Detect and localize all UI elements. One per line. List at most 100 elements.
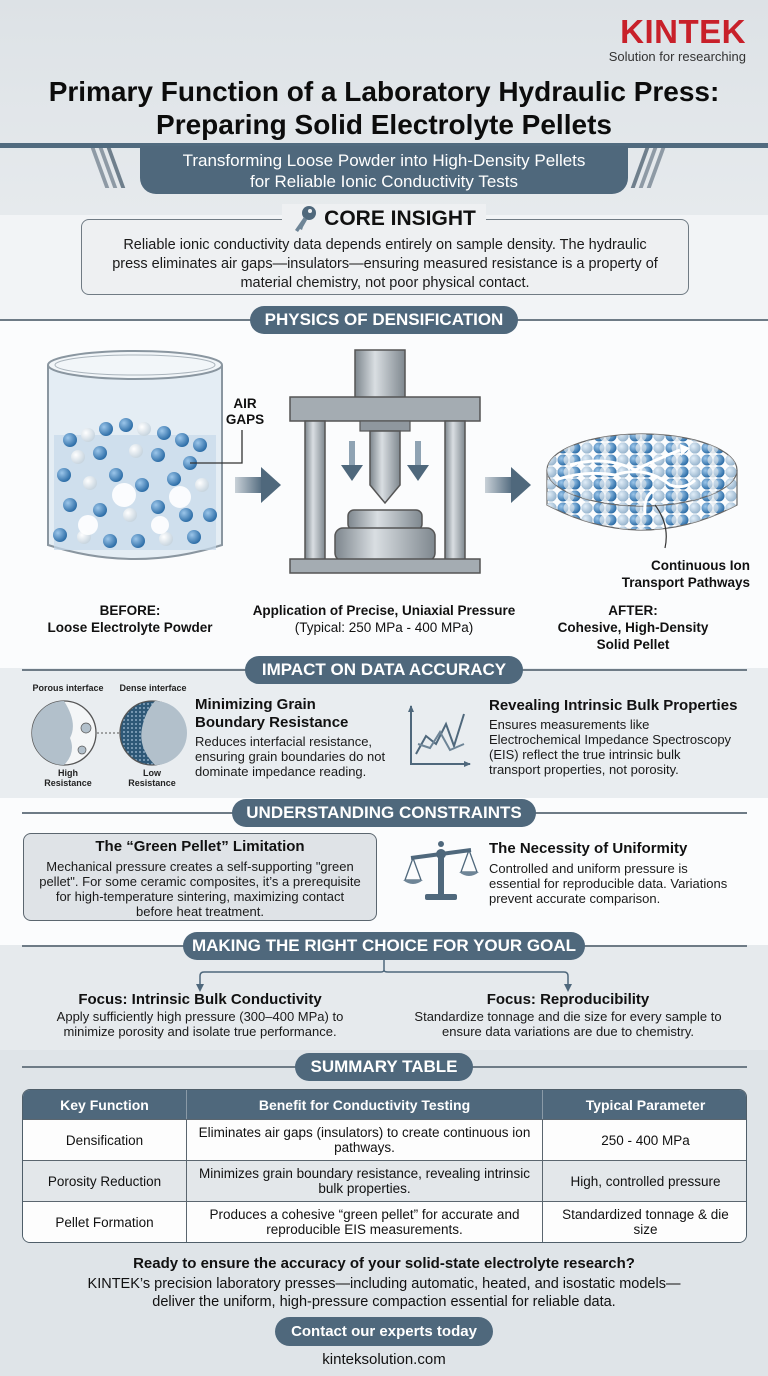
banner-stripes-left — [90, 148, 126, 188]
page-title: Primary Function of a Laboratory Hydraul… — [0, 75, 768, 141]
website-link[interactable]: kinteksolution.com — [322, 1351, 446, 1368]
before-caption: BEFORE: Loose Electrolyte Powder — [30, 602, 230, 636]
after-caption: AFTER: Cohesive, High-Density Solid Pell… — [548, 602, 718, 653]
core-insight-title: CORE INSIGHT — [324, 207, 476, 230]
label-line: Low — [143, 768, 161, 778]
card-title: Minimizing Grain — [195, 696, 316, 713]
before-label: BEFORE: — [99, 603, 161, 618]
choice-title: Focus: Intrinsic Bulk Conductivity — [78, 991, 322, 1008]
uniformity-card: The Necessity of Uniformity Controlled a… — [489, 840, 764, 906]
card-text: for high-temperature sintering, maximizi… — [55, 889, 345, 904]
air-gaps-line: AIR — [233, 396, 257, 411]
pathways-line: Continuous Ion — [651, 558, 750, 573]
core-text-line: Reliable ionic conductivity data depends… — [123, 237, 647, 253]
air-gaps-line: GAPS — [225, 412, 265, 427]
constraints-section-title: UNDERSTANDING CONSTRAINTS — [232, 799, 536, 827]
choice-section-title: MAKING THE RIGHT CHOICE FOR YOUR GOAL — [183, 932, 585, 960]
card-title: Boundary Resistance — [195, 714, 349, 731]
card-text: Mechanical pressure creates a self-suppo… — [46, 859, 354, 874]
table-cell: 250 - 400 MPa — [543, 1119, 746, 1160]
card-text: Reduces interfacial resistance, — [195, 734, 373, 749]
impact-section-title: IMPACT ON DATA ACCURACY — [245, 656, 523, 684]
before-desc: Loose Electrolyte Powder — [47, 620, 213, 635]
dense-pellet-illustration — [546, 433, 738, 549]
cta-question: Ready to ensure the accuracy of your sol… — [133, 1255, 635, 1272]
card-title: The Necessity of Uniformity — [489, 840, 688, 857]
card-text: essential for reproducible data. Variati… — [489, 876, 728, 891]
air-gaps-pointer-line — [190, 430, 243, 464]
low-resistance-label: Low Resistance — [122, 768, 182, 788]
card-title: Revealing Intrinsic Bulk Properties — [489, 697, 738, 714]
table-row: Pellet Formation Produces a cohesive “gr… — [23, 1201, 746, 1242]
kintek-logo[interactable]: KINTEK Solution for researching — [609, 14, 746, 64]
choice-left-card: Focus: Intrinsic Bulk Conductivity Apply… — [30, 991, 370, 1039]
table-cell: Densification — [23, 1119, 187, 1160]
card-title: The “Green Pellet” Limitation — [95, 838, 305, 855]
key-icon — [295, 206, 317, 232]
press-range: (Typical: 250 MPa - 400 MPa) — [294, 620, 474, 635]
banner-stripes-right — [630, 148, 666, 188]
high-resistance-label: High Resistance — [38, 768, 98, 788]
label-line: High — [58, 768, 78, 778]
cta-text: KINTEK’s precision laboratory presses—in… — [60, 1275, 708, 1311]
press-label: Application of Precise, Uniaxial Pressur… — [252, 603, 516, 618]
after-desc: Solid Pellet — [596, 637, 670, 652]
after-label: AFTER: — [608, 603, 658, 618]
table-cell: Pellet Formation — [23, 1201, 187, 1242]
table-cell: Eliminates air gaps (insulators) to crea… — [187, 1119, 543, 1160]
card-text: ensuring grain boundaries do not — [195, 749, 386, 764]
table-cell: Produces a cohesive “green pellet” for a… — [187, 1201, 543, 1242]
card-text: prevent accurate comparison. — [489, 891, 661, 906]
card-text: Controlled and uniform pressure is — [489, 861, 688, 876]
table-row: Densification Eliminates air gaps (insul… — [23, 1119, 746, 1160]
loose-powder-beaker-illustration — [47, 350, 223, 560]
interface-comparison-illustration — [31, 700, 187, 766]
card-text: dominate impedance reading. — [195, 764, 367, 779]
title-line-1: Primary Function of a Laboratory Hydraul… — [48, 76, 720, 107]
contact-experts-button[interactable]: Contact our experts today — [275, 1317, 493, 1346]
choice-text: ensure data variations are due to chemis… — [442, 1024, 694, 1039]
table-header: Typical Parameter — [543, 1090, 746, 1119]
card-text: Ensures measurements like — [489, 717, 650, 732]
green-pellet-card — [23, 833, 377, 921]
card-text: before heat treatment. — [136, 904, 264, 919]
arrow-right-icon — [485, 467, 531, 503]
choice-title: Focus: Reproducibility — [486, 991, 650, 1008]
choice-text: minimize porosity and isolate true perfo… — [63, 1024, 337, 1039]
subtitle-line-1: Transforming Loose Powder into High-Dens… — [182, 151, 586, 170]
hydraulic-press-illustration — [289, 349, 481, 574]
subtitle-banner: Transforming Loose Powder into High-Dens… — [140, 146, 628, 194]
core-insight-text: Reliable ionic conductivity data depends… — [90, 236, 680, 293]
table-cell: High, controlled pressure — [543, 1160, 746, 1201]
line-chart-icon — [408, 705, 471, 767]
arrow-right-icon — [235, 467, 281, 503]
table-cell: Standardized tonnage & die size — [543, 1201, 746, 1242]
title-line-2: Preparing Solid Electrolyte Pellets — [156, 109, 612, 140]
physics-section-title: PHYSICS OF DENSIFICATION — [250, 306, 518, 334]
cta-text-line: deliver the uniform, high-pressure compa… — [152, 1294, 616, 1310]
cta-text-line: KINTEK’s precision laboratory presses—in… — [87, 1276, 681, 1292]
table-header: Benefit for Conductivity Testing — [187, 1090, 543, 1119]
after-desc: Cohesive, High-Density — [557, 620, 709, 635]
label-line: Resistance — [128, 778, 176, 788]
core-text-line: material chemistry, not poor physical co… — [240, 275, 530, 291]
table-header: Key Function — [23, 1090, 187, 1119]
choice-text: Standardize tonnage and die size for eve… — [414, 1009, 722, 1024]
table-cell: Minimizes grain boundary resistance, rev… — [187, 1160, 543, 1201]
choice-right-card: Focus: Reproducibility Standardize tonna… — [398, 991, 738, 1039]
branch-connector — [196, 960, 572, 992]
porous-interface-label: Porous interface — [32, 683, 104, 693]
balance-scale-icon — [403, 841, 479, 900]
pathways-label: Continuous Ion Transport Pathways — [600, 557, 750, 591]
core-text-line: press eliminates air gaps—insulators—ens… — [112, 256, 658, 272]
core-insight-heading: CORE INSIGHT — [0, 204, 768, 239]
bulk-properties-card: Revealing Intrinsic Bulk Properties Ensu… — [489, 697, 764, 777]
label-line: Resistance — [44, 778, 92, 788]
dense-interface-label: Dense interface — [119, 683, 187, 693]
table-cell: Porosity Reduction — [23, 1160, 187, 1201]
green-pellet-content: The “Green Pellet” Limitation Mechanical… — [28, 838, 372, 919]
grain-boundary-card: Minimizing Grain Boundary Resistance Red… — [195, 696, 395, 779]
press-caption: Application of Precise, Uniaxial Pressur… — [245, 602, 523, 636]
banner-divider — [0, 143, 768, 148]
card-text: pellet". For some ceramic composites, it… — [39, 874, 361, 889]
